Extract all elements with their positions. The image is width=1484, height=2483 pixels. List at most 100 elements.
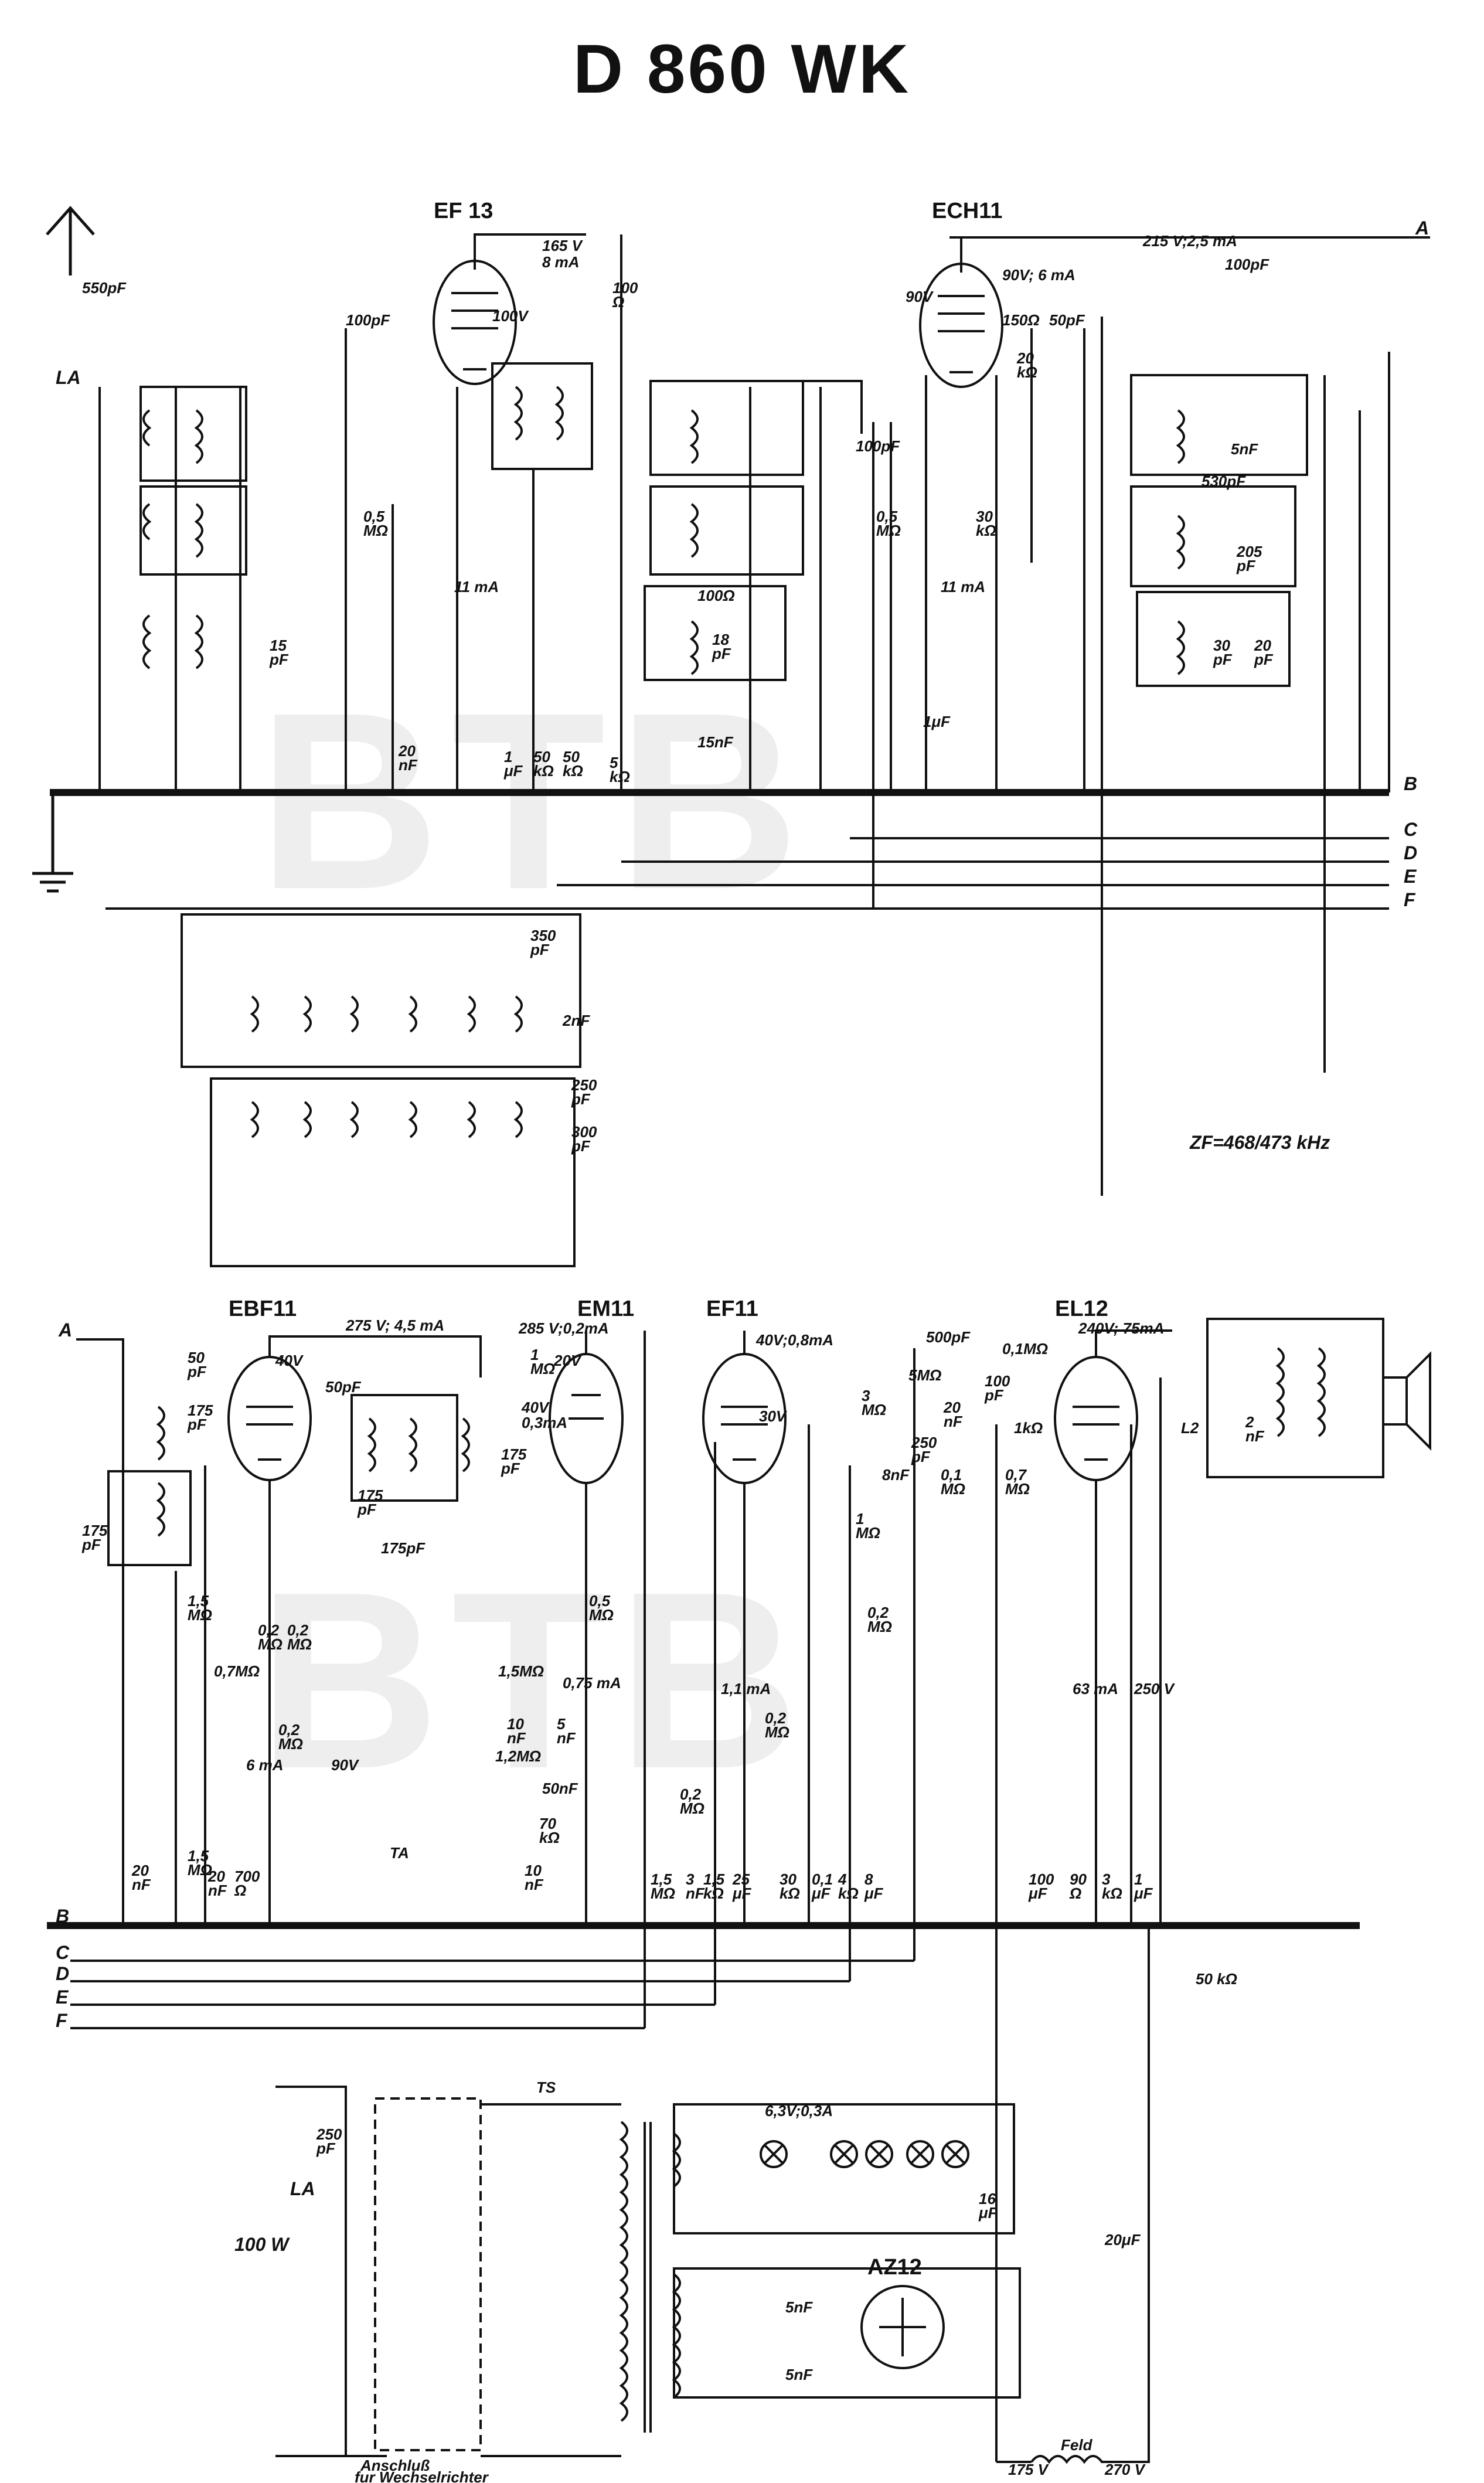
bus-label-d-lower: D: [56, 1963, 69, 1984]
label-v-250: 250 V: [1134, 1680, 1176, 1698]
label-r-70k-unit: kΩ: [539, 1829, 560, 1846]
label-c-350p-unit: pF: [530, 941, 550, 958]
label-c-20n-a-unit: nF: [132, 1876, 151, 1893]
label-c-5n: 5: [557, 1715, 566, 1733]
bus-label-b-lower: B: [56, 1906, 69, 1927]
label-i-6ma: 6 mA: [246, 1756, 284, 1774]
ech11-label: ECH11: [932, 199, 1002, 223]
label-r-05b: 0,5: [876, 508, 898, 525]
label-r-05m: 0,5: [589, 1592, 611, 1610]
ebf11-tube: [227, 1356, 312, 1481]
label-ech11-supply: 215 V;2,5 mA: [1142, 232, 1237, 250]
label-c-20n-b-unit: nF: [208, 1882, 227, 1899]
label-r-50k-a-unit: kΩ: [533, 762, 554, 780]
power-note: 100 W: [234, 2234, 290, 2255]
label-r-3k-unit: kΩ: [1102, 1885, 1122, 1902]
label-r-3m-unit: MΩ: [862, 1401, 886, 1419]
label-r-02m-e-unit: MΩ: [765, 1723, 789, 1741]
label-c-25u: 25: [732, 1870, 750, 1888]
label-c-50p: 50pF: [1049, 311, 1085, 329]
bus-label-e-lower: E: [56, 1987, 69, 2008]
label-c-20p-unit: pF: [1254, 651, 1274, 668]
label-r-5k: 5: [610, 754, 618, 771]
label-i-11ma-a: 11 mA: [454, 578, 499, 596]
label-c-20n-a: 20: [131, 1862, 149, 1879]
label-c-20n-c: 20: [943, 1399, 961, 1416]
label-r-15m: 1,5: [188, 1592, 209, 1610]
bus-label-b: B: [1404, 773, 1417, 794]
label-c-3n-unit: nF: [686, 1885, 705, 1902]
label-c-250p-b-unit: pF: [316, 2140, 336, 2157]
label-c-350p: 350: [530, 927, 556, 944]
label-c-100p-b: 100pF: [856, 437, 900, 455]
label-em11-20v: 20V: [553, 1352, 583, 1369]
antenna-icon: [46, 206, 95, 275]
label-r-02m-c: 0,2: [278, 1721, 300, 1739]
label-c-01u: 0,1: [812, 1870, 833, 1888]
label-ech11-g: 90V: [906, 288, 934, 305]
bus-label-a-lower: A: [58, 1319, 72, 1341]
label-r-07m: 0,7MΩ: [214, 1662, 260, 1680]
el12-tube: [1054, 1356, 1138, 1481]
label-c-1uf: 1μF: [923, 713, 951, 730]
label-r-3m: 3: [862, 1387, 870, 1404]
label-c-100p-a: 100pF: [346, 311, 390, 329]
ef11-label: EF11: [706, 1297, 758, 1321]
ech11-tube: [919, 263, 1003, 388]
watermark-upper: BTB: [258, 661, 811, 942]
label-r-15m-b-unit: MΩ: [188, 1861, 212, 1879]
label-r-1m-unit: MΩ: [530, 1360, 555, 1377]
label-i-1ma: 1,1 mA: [721, 1680, 771, 1698]
label-c-20n-unit: nF: [399, 756, 418, 774]
if-transformer-group: [107, 1394, 470, 1566]
label-em11-supply: 285 V;0,2mA: [518, 1319, 609, 1337]
label-c-50p: 50: [188, 1349, 205, 1366]
label-r-150: 150Ω: [1002, 311, 1040, 329]
output-transformer: [1206, 1318, 1384, 1478]
label-r-20k-unit: kΩ: [1017, 363, 1037, 381]
label-c-15p-unit: pF: [269, 651, 289, 668]
label-c-1u: 1: [1134, 1870, 1142, 1888]
rf-section: [32, 206, 1430, 1267]
label-c-01u-unit: μF: [811, 1885, 831, 1902]
label-r-02m-b-unit: MΩ: [287, 1635, 312, 1653]
label-r-1m: 1: [530, 1346, 539, 1363]
label-r-02m-c-unit: MΩ: [278, 1735, 303, 1753]
label-r-02m-d-unit: MΩ: [680, 1800, 704, 1817]
label-i-63ma: 63 mA: [1073, 1680, 1118, 1698]
label-c-175p-c-unit: pF: [357, 1501, 377, 1518]
ts-note: TS: [536, 2079, 556, 2096]
label-r-05b-unit: MΩ: [876, 522, 901, 539]
label-c-300p-unit: pF: [571, 1137, 591, 1155]
bus-label-c-lower: C: [56, 1942, 70, 1963]
schematic-title: D 860 WK: [573, 30, 911, 108]
label-c-100p: 100: [985, 1372, 1010, 1390]
label-c-15n: 15nF: [697, 733, 734, 751]
label-r-05m-unit: MΩ: [589, 1606, 614, 1624]
label-c-5n: 5nF: [1231, 440, 1258, 458]
ground-icon: [32, 794, 73, 893]
band-switch-bank: [181, 792, 1326, 1267]
label-c-50pf: 50pF: [325, 1378, 362, 1396]
label-c-5n-b: 5nF: [785, 2366, 813, 2383]
label-c-530p: 530pF: [1202, 472, 1246, 490]
wechselrichter-connector-box: [374, 2097, 482, 2451]
af-section: [47, 1318, 1431, 2464]
label-r-5k-unit: kΩ: [610, 768, 630, 785]
label-r-02m-a-unit: MΩ: [258, 1635, 282, 1653]
label-c-16u-unit: μF: [978, 2204, 998, 2222]
ef13-label: EF 13: [434, 199, 493, 223]
label-ef11-supply: 40V;0,8mA: [755, 1331, 833, 1349]
label-r-50k-b: 50: [563, 748, 580, 766]
la-note: LA: [56, 367, 81, 388]
label-r-02m-f: 0,2: [867, 1604, 889, 1621]
label-i-075ma: 0,75 mA: [563, 1674, 621, 1692]
label-c-20n-b: 20: [207, 1868, 225, 1885]
label-r-1m-b: 1: [856, 1510, 864, 1528]
label-c-5n-unit: nF: [557, 1729, 576, 1747]
bus-label-f: F: [1404, 889, 1416, 910]
input-coil-group: [98, 328, 347, 792]
label-c-1u-unit: μF: [1134, 1885, 1153, 1902]
ta-note: TA: [390, 1844, 409, 1862]
